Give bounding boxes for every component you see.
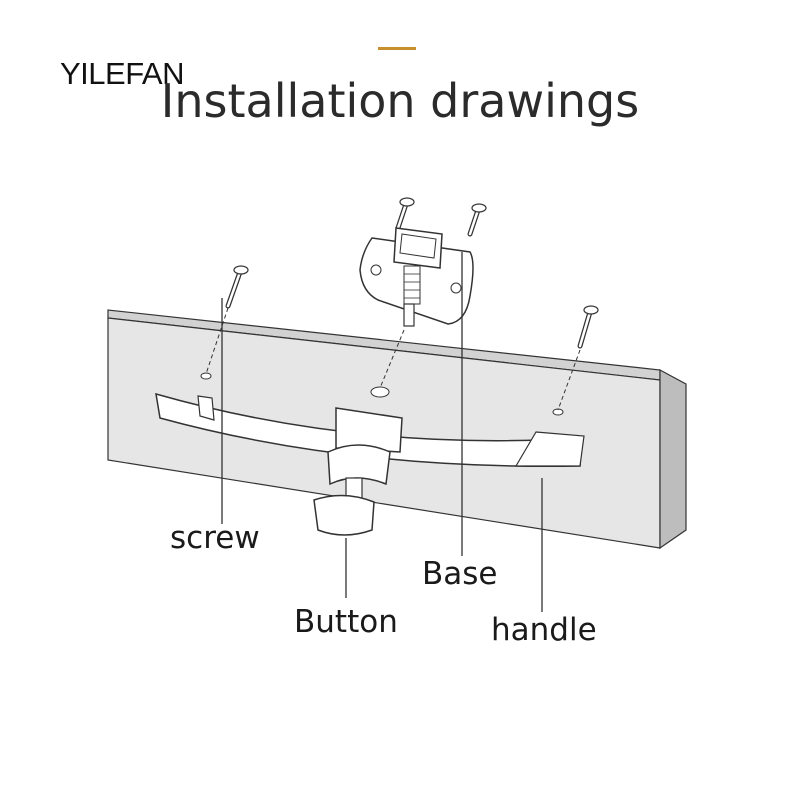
screw-top-right [467, 203, 487, 237]
handle-boss-center [335, 407, 403, 453]
base [359, 227, 474, 327]
panel-side [659, 368, 687, 550]
screw-hole-left [200, 372, 212, 380]
screw-left [225, 265, 249, 309]
screw-hole-center [370, 386, 390, 398]
label-screw: screw [170, 520, 260, 556]
handle-boss-left [197, 395, 215, 421]
base-top-slot [399, 233, 437, 259]
label-handle: handle [491, 612, 597, 648]
alignment-line-base [379, 329, 405, 389]
alignment-line-right-screw [557, 349, 581, 411]
label-base: Base [422, 556, 498, 592]
screw-holes [200, 372, 564, 416]
handle-boss-right [514, 431, 585, 467]
button [313, 477, 375, 536]
brand-name: YILEFAN [60, 56, 185, 91]
screw-hole-right [552, 408, 564, 416]
base-plunger [403, 303, 415, 327]
leader-lines [221, 252, 543, 612]
title-accent-bar [378, 47, 416, 50]
base-mount-hole-right [450, 282, 462, 294]
handle [155, 392, 585, 486]
screw-right [577, 305, 599, 349]
handle-center-collar [327, 444, 391, 486]
screw-top-left [395, 197, 415, 231]
label-button: Button [294, 604, 398, 640]
alignment-line-left-screw [205, 307, 229, 375]
diagram-title: Installation drawings [160, 74, 640, 128]
base-mount-hole-left [370, 264, 382, 276]
button-cap [313, 494, 375, 536]
alignment-lines [205, 307, 581, 411]
